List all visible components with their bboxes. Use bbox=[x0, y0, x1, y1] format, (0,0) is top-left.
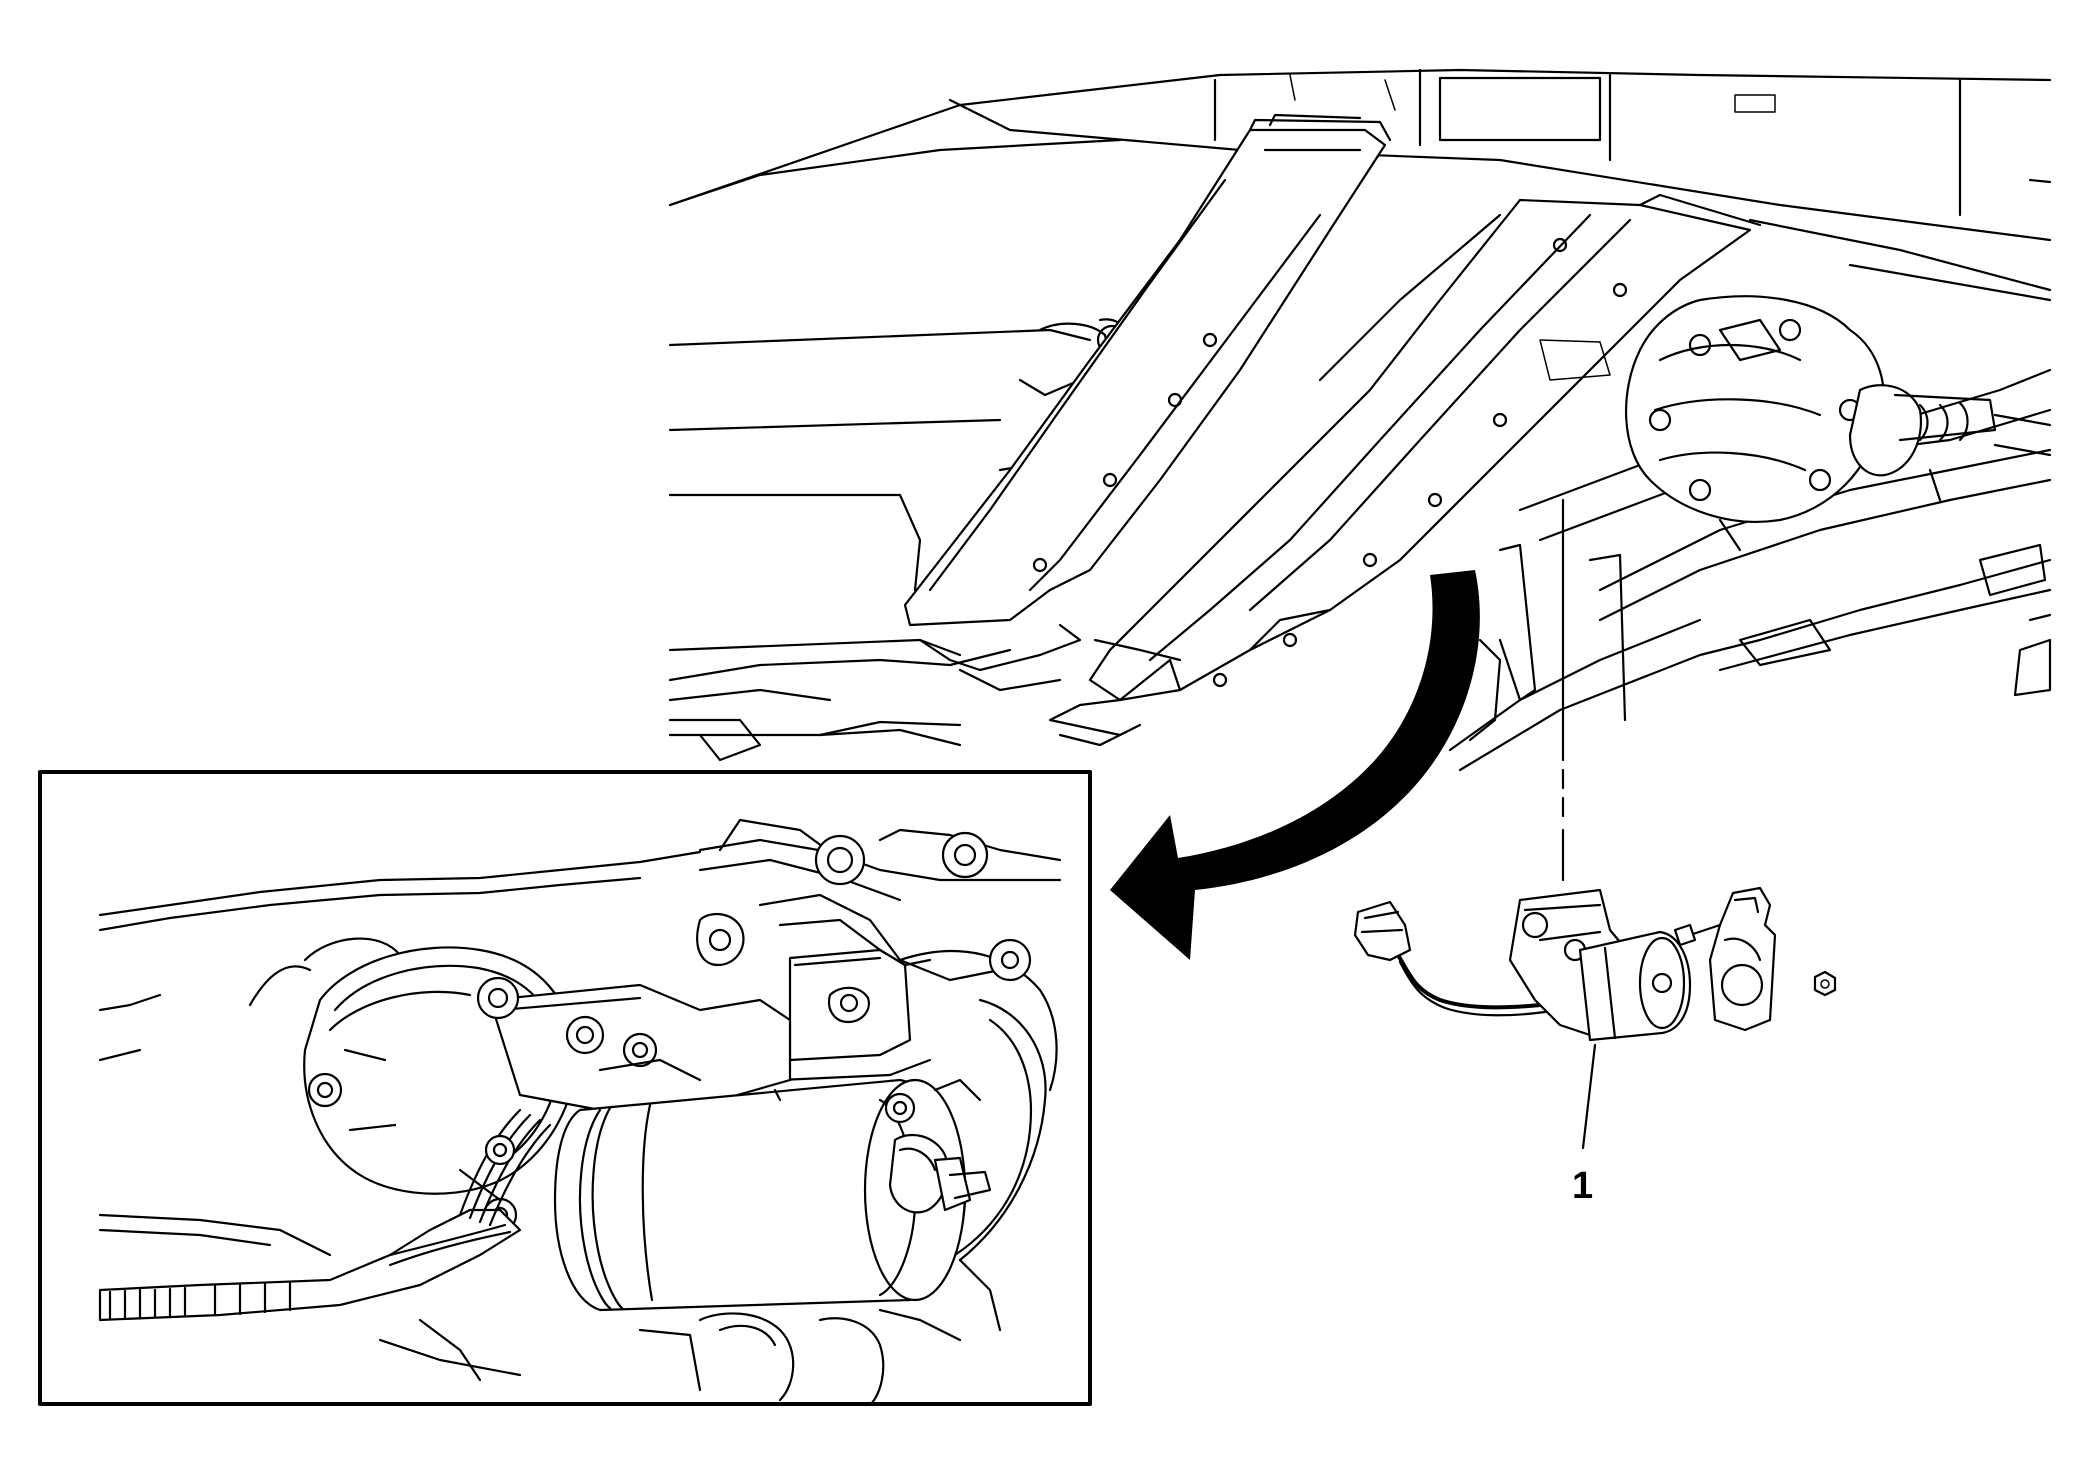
detail-arrow bbox=[1110, 570, 1480, 960]
detail-inset-frame bbox=[38, 770, 1092, 1406]
detail-inset bbox=[38, 770, 1092, 1406]
callout-1-label: 1 bbox=[1572, 1165, 1593, 1207]
vehicle-underbody-view bbox=[668, 68, 2052, 772]
callout-1: 1 bbox=[1572, 1043, 1597, 1207]
motor-exploded-view bbox=[1353, 886, 1837, 1042]
